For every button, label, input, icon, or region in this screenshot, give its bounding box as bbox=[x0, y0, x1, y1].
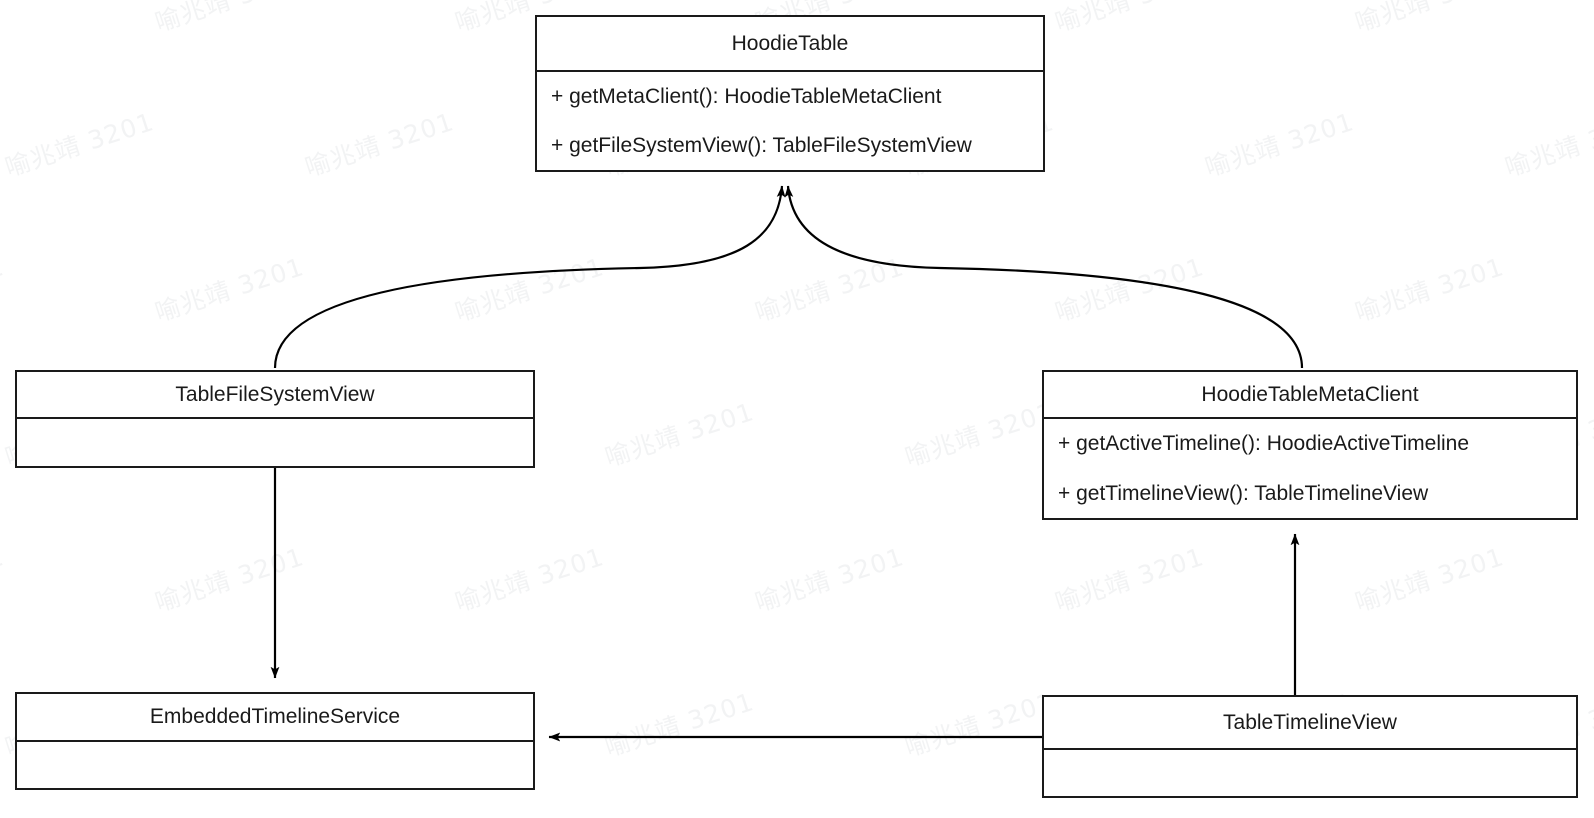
class-title-table-file-system-view: TableFileSystemView bbox=[17, 372, 533, 419]
watermark-text: 喻兆靖 3201 bbox=[451, 541, 608, 618]
watermark-text: 喻兆靖 3201 bbox=[601, 396, 758, 473]
class-box-hoodie-table[interactable]: HoodieTable + getMetaClient(): HoodieTab… bbox=[535, 15, 1045, 172]
watermark-text: 喻兆靖 3201 bbox=[1351, 251, 1508, 328]
watermark-text: 喻兆靖 3201 bbox=[0, 0, 8, 39]
edge-metaclient-to-hoodietable bbox=[784, 185, 1304, 369]
class-member: + getFileSystemView(): TableFileSystemVi… bbox=[551, 133, 972, 157]
class-title-embedded-timeline-service: EmbeddedTimelineService bbox=[17, 694, 533, 742]
class-members-hoodie-table-meta-client: + getActiveTimeline(): HoodieActiveTimel… bbox=[1044, 419, 1576, 518]
class-members-hoodie-table: + getMetaClient(): HoodieTableMetaClient… bbox=[537, 72, 1043, 170]
watermark-text: 喻兆靖 3201 bbox=[1350, 0, 1508, 39]
watermark-text: 喻兆靖 3201 bbox=[1201, 106, 1358, 183]
watermark-text: 喻兆靖 3201 bbox=[451, 251, 608, 328]
watermark-text: 喻兆靖 3201 bbox=[151, 541, 308, 618]
watermark-text: 喻兆靖 3201 bbox=[0, 251, 8, 327]
watermark-text: 喻兆靖 3201 bbox=[601, 686, 758, 763]
watermark-text: 喻兆靖 3201 bbox=[1501, 106, 1594, 183]
watermark-text: 喻兆靖 3201 bbox=[1050, 0, 1208, 39]
watermark-text: 喻兆靖 3201 bbox=[151, 251, 308, 328]
class-box-embedded-timeline-service[interactable]: EmbeddedTimelineService bbox=[15, 692, 535, 790]
watermark-text: 喻兆靖 3201 bbox=[0, 541, 8, 617]
watermark-text: 喻兆靖 3201 bbox=[751, 541, 908, 618]
watermark-text: 喻兆靖 3201 bbox=[1051, 251, 1208, 328]
class-member: + getActiveTimeline(): HoodieActiveTimel… bbox=[1058, 432, 1470, 456]
class-title-hoodie-table-meta-client: HoodieTableMetaClient bbox=[1044, 372, 1576, 419]
watermark-text: 喻兆靖 3201 bbox=[901, 396, 1058, 473]
class-box-table-timeline-view[interactable]: TableTimelineView bbox=[1042, 695, 1578, 798]
edge-fsview-to-hoodietable bbox=[273, 185, 786, 369]
watermark-text: 喻兆靖 3201 bbox=[751, 251, 908, 328]
class-member: + getMetaClient(): HoodieTableMetaClient bbox=[551, 84, 942, 108]
watermark-text: 喻兆靖 3201 bbox=[1051, 541, 1208, 618]
class-members-table-timeline-view bbox=[1044, 750, 1576, 796]
class-box-hoodie-table-meta-client[interactable]: HoodieTableMetaClient + getActiveTimelin… bbox=[1042, 370, 1578, 520]
watermark-text: 喻兆靖 3201 bbox=[301, 106, 458, 183]
watermark-text: 喻兆靖 3201 bbox=[1351, 541, 1508, 618]
class-members-embedded-timeline-service bbox=[17, 742, 533, 788]
class-title-hoodie-table: HoodieTable bbox=[537, 17, 1043, 72]
class-member: + getTimelineView(): TableTimelineView bbox=[1058, 481, 1429, 505]
class-title-table-timeline-view: TableTimelineView bbox=[1044, 697, 1576, 750]
class-members-table-file-system-view bbox=[17, 419, 533, 466]
watermark-text: 喻兆靖 3201 bbox=[1, 106, 158, 183]
watermark-text: 喻兆靖 3201 bbox=[901, 686, 1058, 763]
class-box-table-file-system-view[interactable]: TableFileSystemView bbox=[15, 370, 535, 468]
watermark-text: 喻兆靖 3201 bbox=[150, 0, 308, 39]
